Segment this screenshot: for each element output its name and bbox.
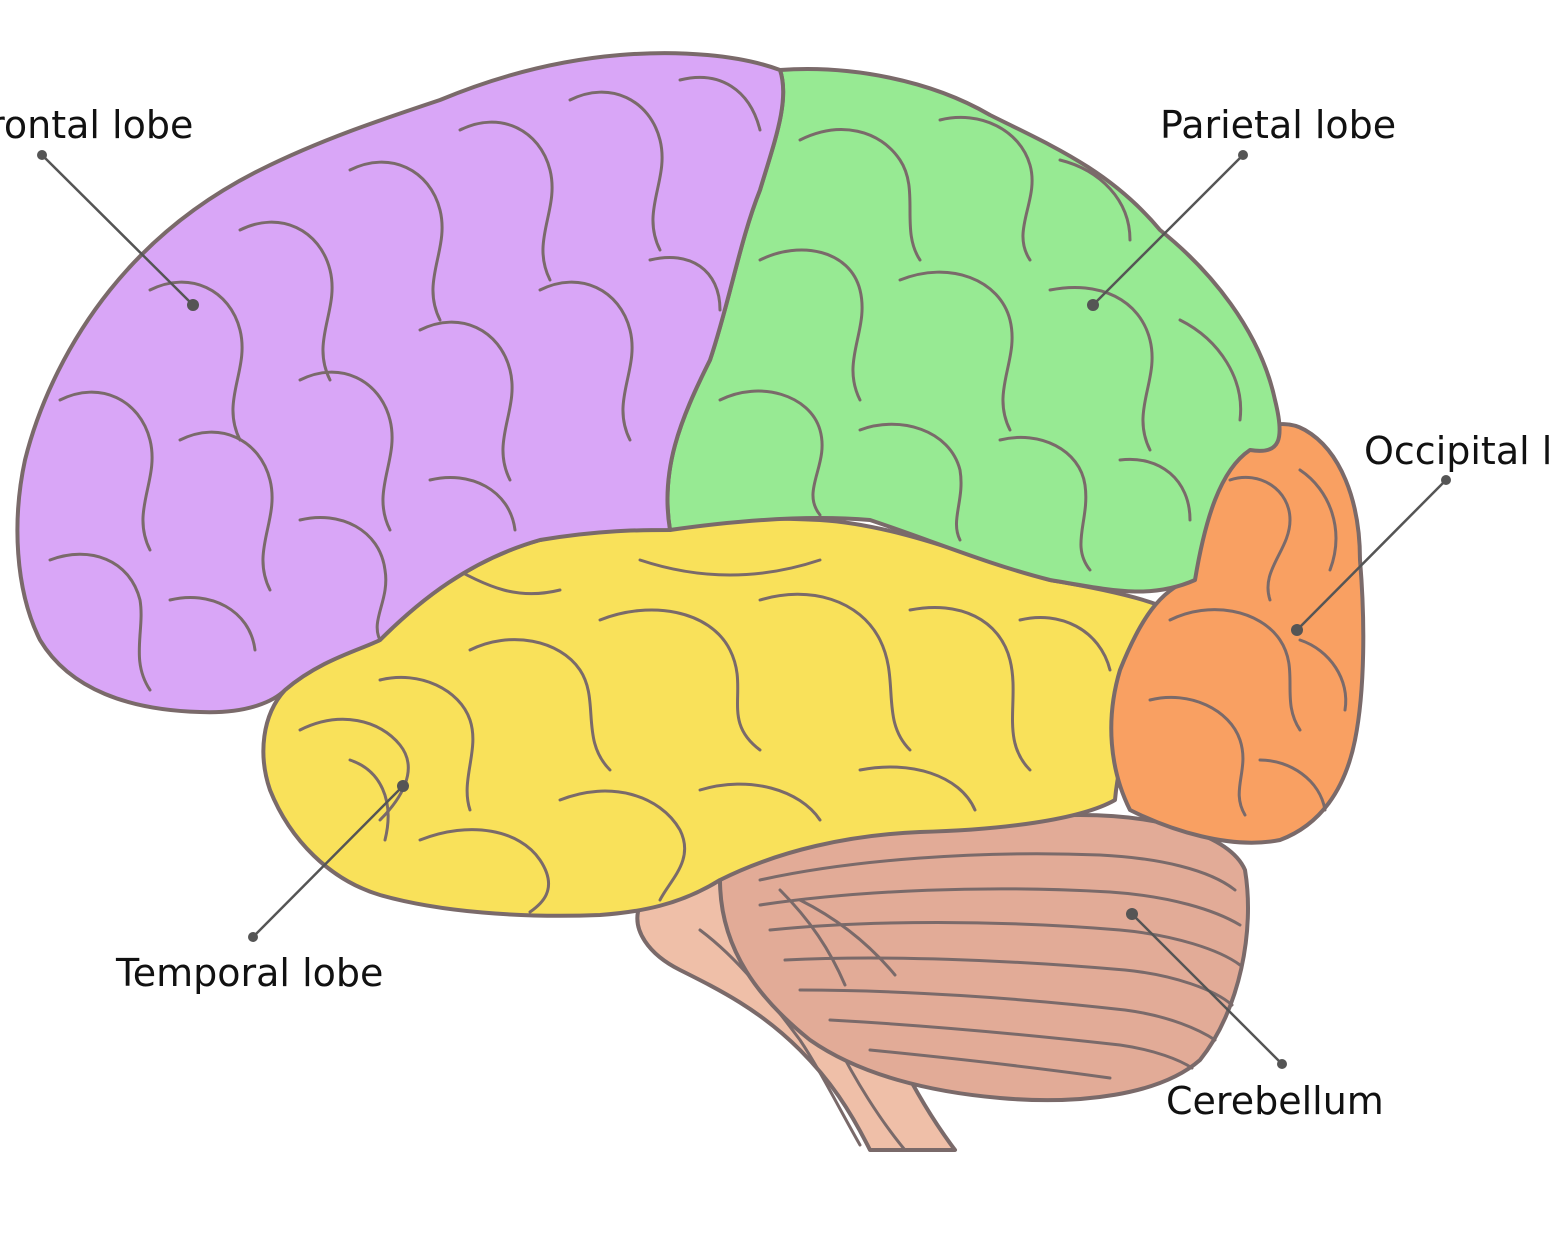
cerebellum-leader-dot-start (1277, 1059, 1287, 1069)
occipital-leader-line (1296, 479, 1447, 631)
temporal-leader-dot-end (397, 780, 409, 792)
temporal-leader-line (252, 785, 404, 938)
parietal-leader-dot-end (1087, 299, 1099, 311)
frontal-leader-dot-start (37, 150, 47, 160)
frontal-leader-dot-end (187, 299, 199, 311)
occipital-leader-dot-end (1291, 624, 1303, 636)
frontal-leader-line (41, 154, 194, 306)
cerebellum-label: Cerebellum (1166, 1079, 1384, 1123)
occipital-leader-dot-start (1441, 475, 1451, 485)
parietal-lobe-label: Parietal lobe (1160, 103, 1397, 147)
temporal-lobe-label: Temporal lobe (116, 951, 384, 995)
frontal-lobe-region (15, 51, 786, 715)
cerebellum-leader-line (1131, 913, 1283, 1065)
temporal-leader-dot-start (248, 932, 258, 942)
parietal-leader-dot-start (1238, 150, 1248, 160)
frontal-lobe-label: Frontal lobe (0, 103, 194, 147)
parietal-leader-line (1092, 154, 1244, 306)
occipital-lobe-label: Occipital lobe (1364, 429, 1553, 473)
occipital-lobe-region (1109, 422, 1366, 845)
cerebellum-leader-dot-end (1126, 908, 1138, 920)
